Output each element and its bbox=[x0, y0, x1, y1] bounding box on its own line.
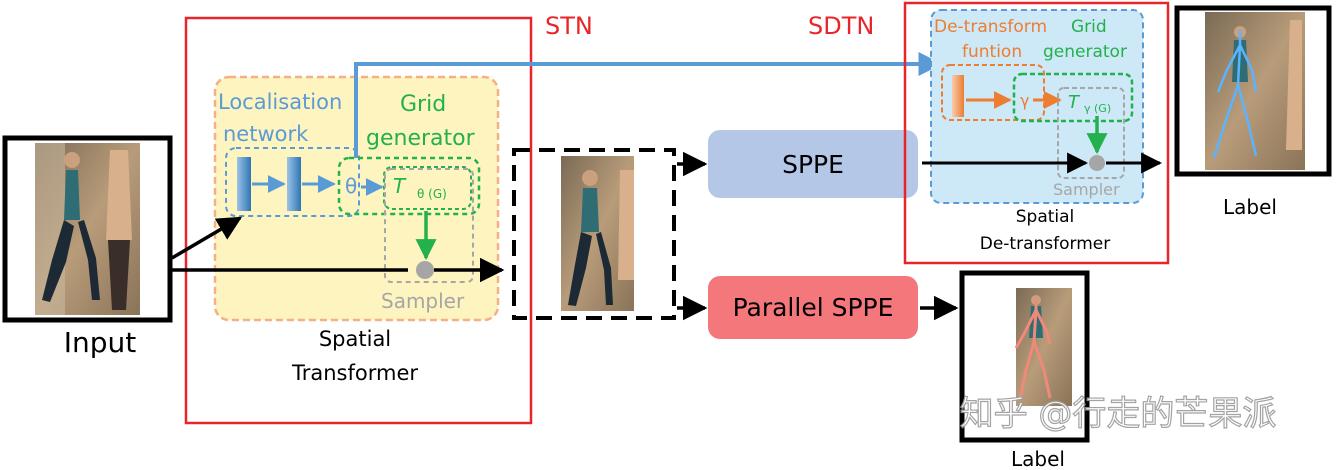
label-image-top bbox=[1174, 5, 1332, 177]
t-theta-box bbox=[383, 166, 472, 210]
sdtn-frame bbox=[903, 1, 1170, 265]
stn-label: STN bbox=[545, 12, 593, 40]
sampler-right-node bbox=[1089, 155, 1105, 171]
parallel-sppe-label: Parallel SPPE bbox=[733, 293, 894, 322]
spatial-detransformer-line1: Spatial bbox=[1016, 207, 1075, 227]
transformed-image bbox=[561, 156, 634, 311]
detransform-line1: De-transform bbox=[934, 17, 1047, 37]
spatial-transformer-line2: Transformer bbox=[291, 361, 418, 385]
sampler-right-box bbox=[1057, 87, 1125, 179]
grid-generator-right-line1: Grid bbox=[1071, 17, 1107, 37]
t-theta-subscript: θ (G) bbox=[417, 187, 447, 201]
label-top-text: Label bbox=[1223, 195, 1277, 219]
sampler-node bbox=[416, 261, 434, 279]
t-gamma-label: T bbox=[1068, 92, 1081, 113]
t-gamma-subscript: γ (G) bbox=[1084, 102, 1111, 115]
transformed-image-frame bbox=[512, 148, 676, 320]
localisation-layer-2 bbox=[287, 157, 301, 211]
spatial-transformer-line1: Spatial bbox=[319, 327, 391, 351]
spatial-detransformer-panel bbox=[930, 9, 1144, 204]
stn-frame bbox=[184, 16, 533, 425]
localisation-network-line1: Localisation bbox=[218, 90, 342, 114]
sdtn-label: SDTN bbox=[808, 12, 874, 40]
theta-symbol: θ bbox=[345, 174, 357, 198]
grid-generator-right-box bbox=[1012, 72, 1134, 123]
label-image-bottom bbox=[959, 270, 1090, 443]
label-bottom-text: Label bbox=[1011, 447, 1065, 470]
t-theta-label: T bbox=[393, 174, 407, 198]
localisation-network-line2: network bbox=[223, 122, 309, 146]
grid-generator-line2: generator bbox=[366, 126, 476, 151]
sampler-box bbox=[384, 168, 474, 283]
localisation-layer-1 bbox=[237, 157, 251, 211]
input-image bbox=[2, 135, 173, 323]
sppe-label: SPPE bbox=[782, 150, 844, 179]
parallel-sppe-box bbox=[708, 276, 918, 339]
input-label: Input bbox=[64, 326, 137, 359]
grid-generator-line1: Grid bbox=[400, 92, 446, 117]
sampler-right-label: Sampler bbox=[1053, 180, 1120, 199]
sppe-box bbox=[708, 130, 918, 198]
watermark: 知乎 @行走的芒果派 bbox=[960, 394, 1277, 434]
sampler-label: Sampler bbox=[381, 289, 465, 313]
spatial-detransformer-line2: De-transformer bbox=[980, 234, 1110, 254]
localisation-network-box bbox=[225, 147, 360, 217]
grid-generator-right-line2: generator bbox=[1043, 42, 1127, 62]
detransform-box bbox=[941, 64, 1045, 121]
gamma-symbol: γ bbox=[1020, 91, 1029, 110]
theta-to-sdtn-arrow bbox=[354, 52, 943, 158]
detransform-line2: funtion bbox=[962, 42, 1022, 62]
grid-generator-box bbox=[337, 156, 481, 216]
detransform-layer bbox=[952, 75, 964, 117]
